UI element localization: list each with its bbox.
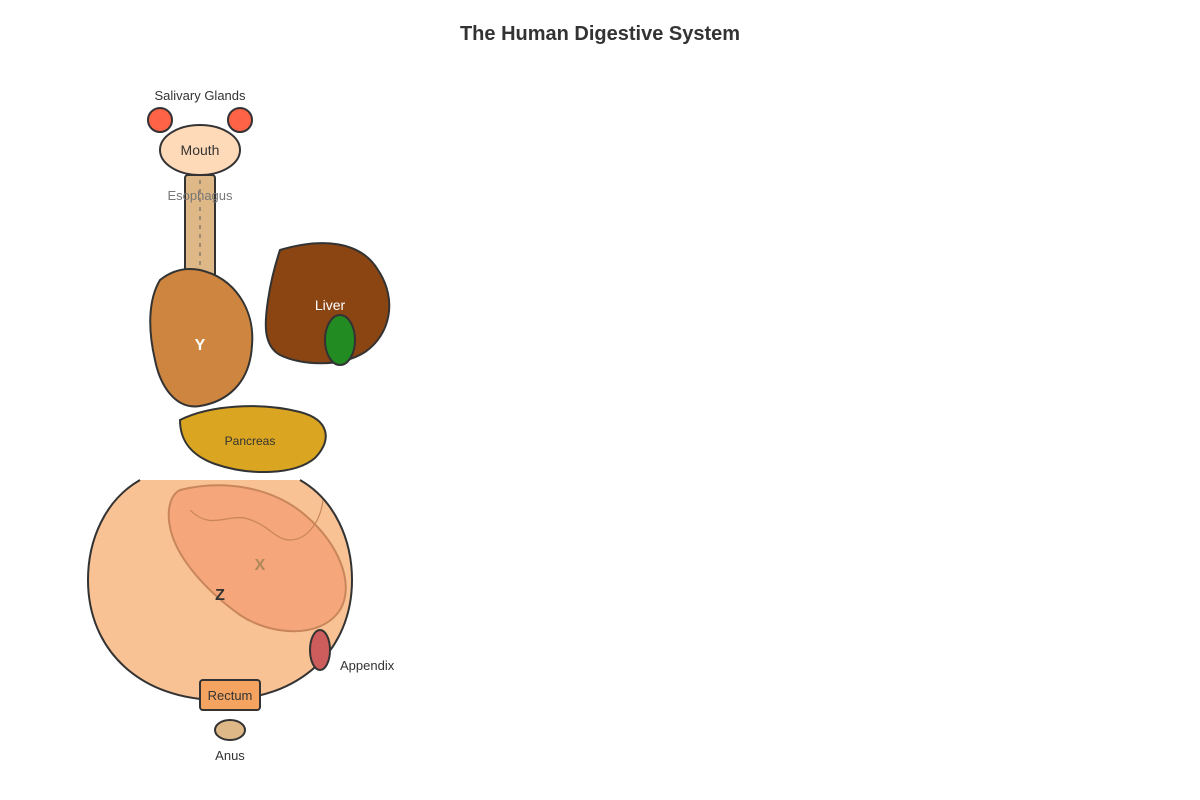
small-intestine-fold [189,499,324,541]
mouth [159,124,241,176]
liver-label: Liver [315,297,346,313]
esophagus-label: Esophagus [167,188,233,203]
appendix [309,629,331,671]
anus-label: Anus [215,748,245,763]
stomach-label: Y [195,337,206,354]
anus [214,719,246,741]
salivary-gland-right [227,107,253,133]
gallbladder [324,314,356,366]
appendix-label: Appendix [340,658,395,673]
stomach [149,268,254,408]
rectum-label: Rectum [208,688,253,703]
small-intestine [167,484,347,633]
diagram-title: The Human Digestive System [460,23,740,45]
salivary-gland-left [147,107,173,133]
salivary-glands-label: Salivary Glands [154,88,246,103]
large-intestine-label: Z [215,587,225,604]
pancreas [178,405,327,474]
small-intestine-label: X [255,557,266,574]
mouth-label: Mouth [181,142,220,158]
pancreas-label: Pancreas [225,434,276,448]
rectum [199,679,261,711]
